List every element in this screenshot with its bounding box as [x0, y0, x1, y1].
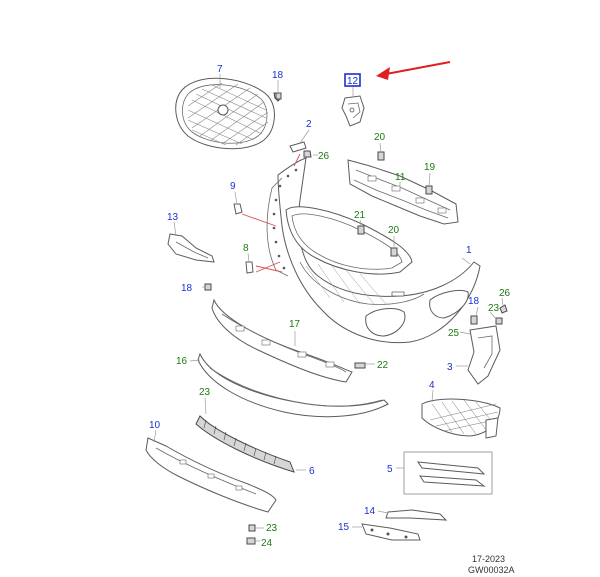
callout-26a: 26 [318, 151, 330, 162]
callout-1: 1 [466, 245, 472, 256]
bracket-9-part[interactable] [233, 203, 243, 215]
lower-lip-part[interactable] [145, 437, 277, 513]
footer-code: 17-2023 [472, 554, 505, 564]
callout-9: 9 [230, 181, 236, 192]
bracket-8-part[interactable] [245, 261, 254, 274]
callout-4: 4 [429, 380, 435, 391]
reference-lines [241, 153, 301, 273]
spoiler-part[interactable] [197, 352, 389, 418]
callout-17: 17 [289, 319, 301, 330]
callout-21: 21 [354, 210, 366, 221]
callout-6: 6 [309, 466, 315, 477]
callout-25: 25 [448, 328, 460, 339]
callout-11: 11 [395, 172, 406, 183]
callout-20a: 20 [374, 132, 386, 143]
trim-strip-part[interactable] [289, 141, 312, 158]
callout-22: 22 [377, 360, 389, 371]
callout-26b: 26 [499, 288, 511, 299]
callout-5: 5 [387, 464, 393, 475]
callout-23b: 23 [488, 303, 500, 314]
grille-part[interactable] [175, 77, 275, 150]
callout-19: 19 [424, 162, 436, 173]
callout-7: 7 [217, 64, 223, 75]
highlight-arrow [376, 61, 451, 80]
callout-3: 3 [447, 362, 453, 373]
callout-18a: 18 [272, 70, 284, 81]
callout-24: 24 [261, 538, 273, 549]
callout-10: 10 [149, 420, 161, 431]
left-bracket-part[interactable] [167, 233, 215, 263]
callout-23a: 23 [199, 387, 211, 398]
bumper-cover-part[interactable] [266, 157, 481, 344]
callout-23c: 23 [266, 523, 278, 534]
callout-2: 2 [306, 119, 312, 130]
callout-12: 12 [347, 76, 359, 87]
callout-18b: 18 [181, 283, 193, 294]
lower-grille-part[interactable] [195, 415, 295, 473]
callout-12-highlight[interactable]: 12 [344, 73, 361, 87]
callout-18c: 18 [468, 296, 480, 307]
callout-20b: 20 [388, 225, 400, 236]
callout-8: 8 [243, 243, 249, 254]
bracket-part-12[interactable] [341, 95, 365, 127]
fasteners [204, 92, 478, 545]
fog-bezel-part[interactable] [421, 398, 501, 439]
reflector-set-part[interactable] [403, 451, 493, 495]
callout-15: 15 [338, 522, 350, 533]
footer-drawing-id: GW00032A [468, 565, 515, 575]
callout-14: 14 [364, 506, 376, 517]
callout-13: 13 [167, 212, 179, 223]
upper-support-part[interactable] [347, 159, 459, 225]
strip-15-part[interactable] [361, 523, 421, 541]
right-bracket-part[interactable] [467, 304, 508, 385]
callout-16: 16 [176, 356, 188, 367]
strip-14-part[interactable] [385, 509, 448, 521]
lower-underbody-part[interactable] [211, 298, 353, 383]
